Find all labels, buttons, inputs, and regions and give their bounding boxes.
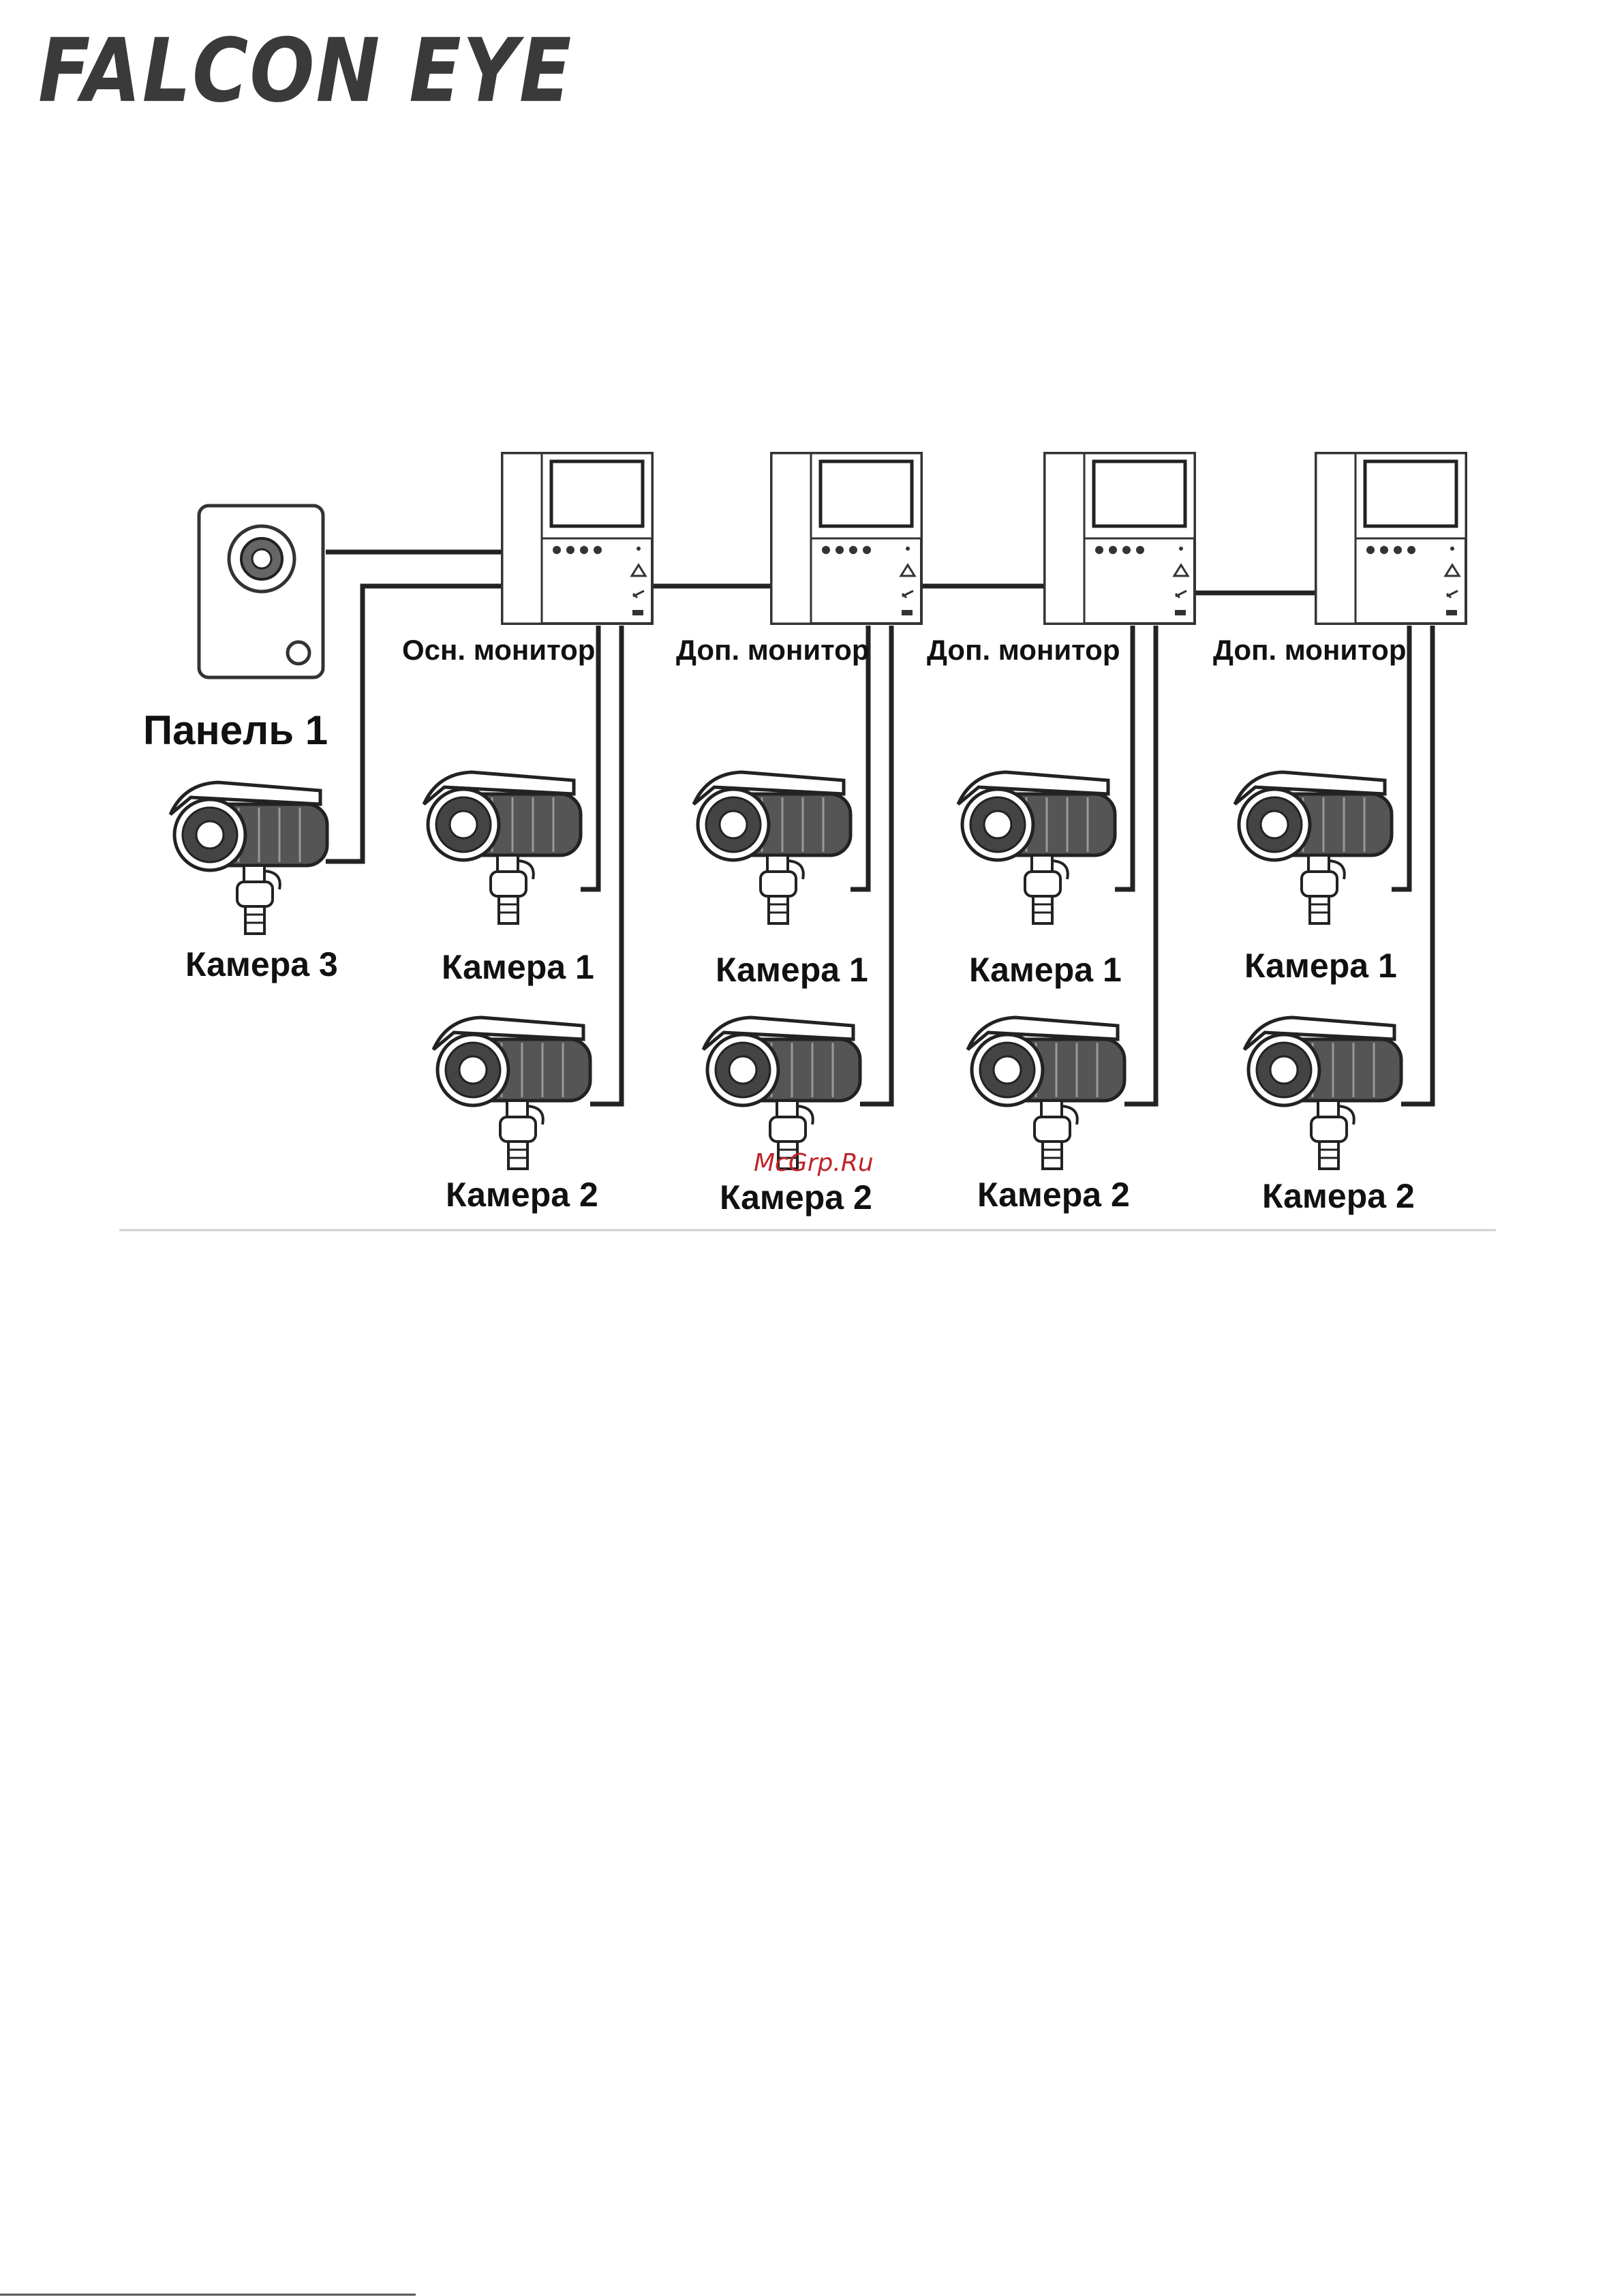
extra-monitor-2 — [1045, 453, 1195, 624]
watermark: McGrp.Ru — [754, 1149, 874, 1177]
monitor2-camera-2 — [703, 1017, 860, 1169]
monitor4-camera-2-label: Камера 2 — [1262, 1177, 1415, 1215]
extra-monitor-2-label: Доп. монитор — [927, 634, 1120, 666]
extra-monitor-1 — [771, 453, 921, 624]
camera-3 — [170, 782, 327, 934]
monitor4-camera-1 — [1235, 772, 1392, 923]
door-panel — [199, 506, 323, 677]
monitor3-camera-1 — [958, 772, 1115, 923]
monitor2-camera-1 — [694, 772, 851, 923]
monitor2-camera-2-label: Камера 2 — [720, 1178, 872, 1216]
extra-monitor-3 — [1316, 453, 1466, 624]
monitor3-camera-1-label: Камера 1 — [969, 951, 1122, 989]
monitor1-camera-2-label: Камера 2 — [446, 1176, 598, 1214]
main-monitor-label: Осн. монитор — [402, 634, 595, 666]
main-monitor — [502, 453, 652, 624]
monitor1-camera-1-label: Камера 1 — [442, 948, 594, 986]
monitor4-camera-1-label: Камера 1 — [1244, 947, 1397, 985]
extra-monitor-1-label: Доп. монитор — [676, 634, 869, 666]
extra-monitor-3-label: Доп. монитор — [1213, 634, 1406, 666]
monitor2-camera-1-label: Камера 1 — [716, 951, 868, 989]
monitor1-camera-1 — [424, 772, 581, 923]
monitor4-camera-2 — [1244, 1017, 1401, 1169]
monitor3-camera-2-label: Камера 2 — [977, 1176, 1130, 1214]
panel-label: Панель 1 — [143, 707, 328, 753]
monitor1-camera-2 — [433, 1017, 590, 1169]
monitor3-camera-2 — [968, 1017, 1124, 1169]
camera-3-label: Камера 3 — [185, 945, 338, 983]
